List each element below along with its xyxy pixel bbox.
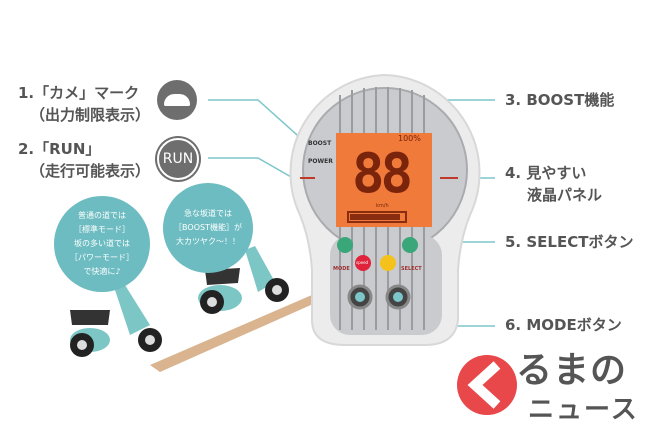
logo-mark bbox=[457, 355, 517, 415]
lcd-unit: km/h bbox=[376, 203, 389, 209]
bubble-text: 普通の道では bbox=[78, 211, 126, 220]
bubble-text: 急な坂道では bbox=[184, 209, 232, 218]
scooter-left bbox=[70, 285, 162, 357]
label-lcd-1: 4. 見やすい bbox=[505, 164, 587, 182]
label-select: 5. SELECTボタン bbox=[505, 233, 634, 251]
power-indicator-label: POWER bbox=[308, 158, 333, 165]
bubble-text: 坂の多い道では bbox=[74, 239, 130, 248]
bubble-text: ［標準モード］ bbox=[74, 225, 130, 234]
mode-label: MODE bbox=[333, 266, 350, 272]
scooter-right bbox=[198, 246, 289, 314]
battery-gauge bbox=[347, 211, 407, 223]
label-boost: 3. BOOST機能 bbox=[505, 91, 615, 109]
logo-text-1: るまの bbox=[516, 350, 628, 391]
label-run-sub: （走行可能表示） bbox=[30, 162, 151, 180]
bubble-text: ［BOOST機能］が bbox=[174, 223, 242, 232]
bubble-modes: 普通の道では ［標準モード］ 坂の多い道では ［パワーモード］ で快適に♪ bbox=[54, 196, 150, 292]
lcd-percent: 100% bbox=[398, 134, 421, 143]
speed-indicator-label: speed bbox=[356, 260, 369, 265]
logo-text-2: ニュース bbox=[528, 395, 639, 425]
label-turtle-mark: 1.「カメ」マーク bbox=[18, 84, 140, 102]
meter-panel bbox=[289, 73, 481, 346]
select-label: SELECT bbox=[401, 266, 422, 272]
label-mode: 6. MODEボタン bbox=[505, 316, 622, 334]
bubble-text: で快適に♪ bbox=[83, 267, 121, 276]
label-run: 2.「RUN」 bbox=[18, 140, 101, 158]
slope bbox=[150, 285, 340, 372]
bubble-boost: 急な坂道では ［BOOST機能］が 大カツヤク～！！ bbox=[163, 183, 253, 273]
label-turtle-sub: （出力制限表示） bbox=[30, 106, 151, 124]
lcd-speed: 88 bbox=[352, 142, 413, 205]
warning-icon bbox=[380, 255, 396, 271]
turtle-icon bbox=[157, 80, 197, 120]
run-icon: RUN bbox=[157, 138, 199, 180]
indicator-right bbox=[402, 237, 418, 253]
boost-indicator-label: BOOST bbox=[308, 140, 332, 147]
indicator-left bbox=[337, 237, 353, 253]
bubble-text: ［パワーモード］ bbox=[70, 253, 134, 262]
run-icon-text: RUN bbox=[162, 151, 194, 167]
bubble-text: 大カツヤク～！！ bbox=[176, 237, 240, 246]
label-lcd-2: 液晶パネル bbox=[527, 186, 603, 204]
